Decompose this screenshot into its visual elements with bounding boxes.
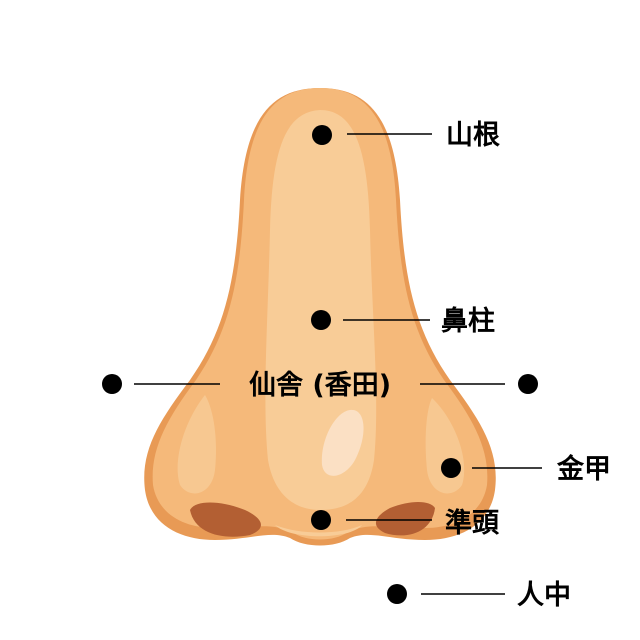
marker-bi-zhu	[311, 310, 331, 330]
label-xian-she: 仙舎 (香田)	[249, 370, 391, 401]
marker-ren-zhong	[387, 584, 407, 604]
label-ren-zhong: 人中	[517, 580, 571, 611]
tip-bottom-highlight	[275, 525, 362, 537]
marker-jin-jia	[441, 458, 461, 478]
left-nostril	[190, 502, 261, 537]
left-wing-highlight	[177, 395, 216, 494]
leader-lines	[134, 133, 542, 595]
label-zhun-tou: 準頭	[445, 507, 500, 539]
label-jin-jia: 金甲	[556, 453, 611, 485]
marker-xian-she-left	[102, 374, 122, 394]
tip-highlight	[321, 409, 364, 476]
label-bi-zhu: 鼻柱	[441, 306, 495, 337]
marker-shan-gen	[312, 125, 332, 145]
marker-xian-she-right	[518, 374, 538, 394]
right-nostril	[375, 502, 435, 536]
bridge-highlight	[265, 110, 377, 510]
marker-zhun-tou	[311, 510, 331, 530]
markers	[102, 125, 538, 604]
label-shan-gen: 山根	[446, 120, 500, 151]
